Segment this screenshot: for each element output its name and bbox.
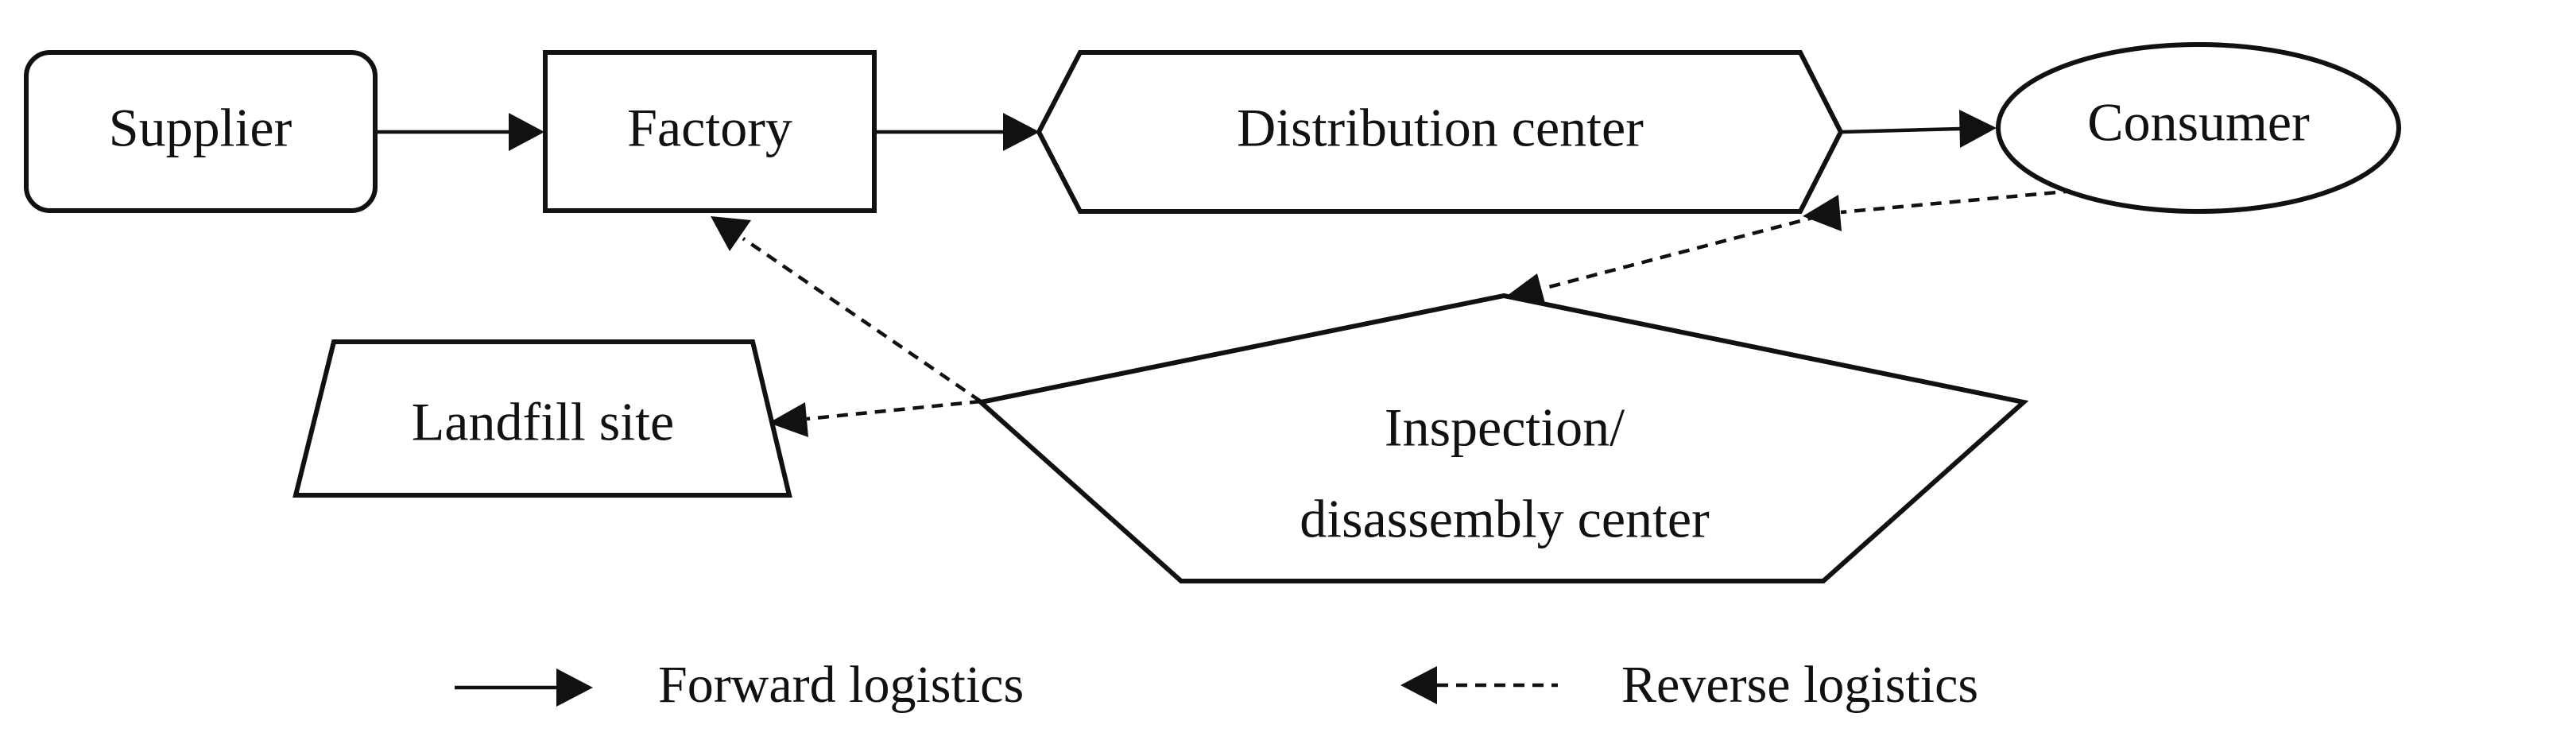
- supplier-label: Supplier: [109, 98, 292, 158]
- legend-reverse-label: Reverse logistics: [1621, 656, 1978, 714]
- distribution-center-shape: [1036, 50, 1844, 214]
- legend-reverse: Reverse logistics: [1400, 656, 1978, 714]
- edge-distribution-center-to-consumer: [1842, 110, 1997, 148]
- supplier-shape: [24, 50, 378, 213]
- landfill-site-shape: [292, 339, 792, 498]
- legend-forward-arrow-icon: [556, 668, 593, 707]
- edge-supplier-to-factory: [378, 113, 544, 151]
- edge-inspection-center-to-factory: [711, 216, 982, 403]
- legend: Forward logistics Reverse logistics: [455, 656, 1978, 714]
- node-factory: Factory: [543, 50, 877, 213]
- edge-distribution-center-to-inspection-center: [1504, 214, 1819, 309]
- edge-factory-to-distribution-center: [877, 113, 1040, 151]
- legend-reverse-arrow-icon: [1400, 666, 1437, 704]
- distribution-center-label: Distribution center: [1237, 98, 1644, 158]
- node-distribution-center: Distribution center: [1036, 50, 1844, 214]
- consumer-shape: [1996, 42, 2401, 214]
- inspection-center-label-line1: Inspection/: [1385, 397, 1625, 458]
- factory-label: Factory: [627, 98, 792, 158]
- consumer-label: Consumer: [2087, 92, 2310, 153]
- inspection-center-label-line2: disassembly center: [1300, 489, 1710, 549]
- landfill-site-label: Landfill site: [412, 392, 674, 452]
- node-consumer: Consumer: [1996, 42, 2401, 214]
- edge-inspection-center-to-landfill: [769, 399, 982, 437]
- node-landfill-site: Landfill site: [292, 339, 792, 498]
- factory-shape: [543, 50, 877, 213]
- edge-consumer-to-distribution-center: [1803, 188, 2075, 231]
- legend-forward-label: Forward logistics: [658, 656, 1024, 714]
- node-inspection-disassembly-center: Inspection/ disassembly center: [975, 293, 2029, 583]
- node-supplier: Supplier: [24, 50, 378, 213]
- inspection-center-shape: [975, 293, 2029, 583]
- legend-forward: Forward logistics: [455, 656, 1024, 714]
